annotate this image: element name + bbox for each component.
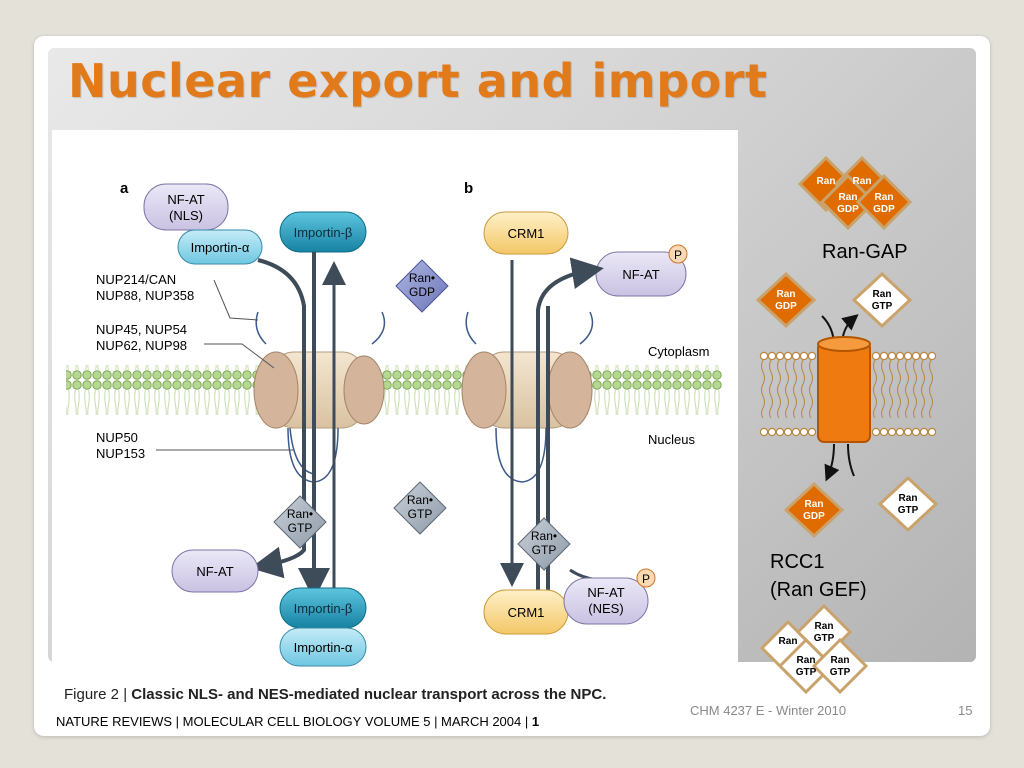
svg-text:Ran: Ran xyxy=(797,655,816,666)
import-arrow xyxy=(250,258,306,579)
svg-text:NUP88, NUP358: NUP88, NUP358 xyxy=(96,288,194,303)
panel-b-label: b xyxy=(464,180,473,197)
svg-text:Ran: Ran xyxy=(831,655,850,666)
svg-text:GTP: GTP xyxy=(796,667,817,678)
footer-course: CHM 4237 E - Winter 2010 xyxy=(690,703,847,718)
reference-page: 1 xyxy=(531,714,540,729)
svg-text:Ran: Ran xyxy=(875,192,894,203)
reference-text: NATURE REVIEWS | MOLECULAR CELL BIOLOGY … xyxy=(56,714,532,729)
svg-text:Ran•: Ran• xyxy=(409,271,435,285)
ran-gdp-upper: Ran GDP xyxy=(755,271,817,329)
gtp-in-arrow xyxy=(847,443,855,477)
svg-text:Ran: Ran xyxy=(815,621,834,632)
caption-prefix: Figure 2 | xyxy=(64,686,132,703)
importin-alpha-a: Importin-α xyxy=(177,229,263,265)
nup-labels: NUP214/CAN NUP88, NUP358 NUP45, NUP54 NU… xyxy=(96,272,294,461)
nfat-nls-protein: NF-AT (NLS) xyxy=(143,183,229,231)
svg-text:NF-AT: NF-AT xyxy=(196,564,233,579)
svg-text:Ran: Ran xyxy=(873,289,892,300)
ran-gdp-diamond-a: Ran• GDP xyxy=(395,259,449,313)
svg-text:GTP: GTP xyxy=(872,301,893,312)
svg-text:Ran: Ran xyxy=(779,636,798,647)
svg-text:Ran•: Ran• xyxy=(287,507,313,521)
nfat-nes-protein: NF-AT (NES) P xyxy=(563,568,656,625)
svg-text:GDP: GDP xyxy=(803,511,825,522)
svg-text:Ran: Ran xyxy=(839,192,858,203)
svg-text:GTP: GTP xyxy=(898,505,919,516)
svg-text:NUP62, NUP98: NUP62, NUP98 xyxy=(96,338,187,353)
nuclear-membrane xyxy=(66,365,722,415)
gdp-out-arrow xyxy=(824,443,840,482)
panel-a-label: a xyxy=(120,180,129,197)
ran-gdp-lower: Ran GDP xyxy=(783,481,845,539)
lipid-bilayer xyxy=(759,351,937,437)
svg-text:GTP: GTP xyxy=(532,543,557,557)
ran-gtp-diamond-a: Ran• GTP xyxy=(273,495,327,549)
svg-text:NUP45, NUP54: NUP45, NUP54 xyxy=(96,322,187,337)
svg-text:NF-AT: NF-AT xyxy=(587,585,624,600)
ran-gtp-cluster: Ran Ran GTP Ran GTP Ran GTP xyxy=(759,603,869,695)
svg-text:NUP153: NUP153 xyxy=(96,446,145,461)
export-arrow xyxy=(536,257,604,600)
svg-text:P: P xyxy=(642,572,650,586)
rcc1-label: RCC1 xyxy=(770,551,824,573)
ran-gap-label: Ran-GAP xyxy=(822,241,908,263)
svg-text:P: P xyxy=(674,248,682,262)
nature-figure: a NF-AT (NLS) Importin-α Importin-β Ran•… xyxy=(52,130,738,734)
svg-text:NUP214/CAN: NUP214/CAN xyxy=(96,272,176,287)
nucleus-label: Nucleus xyxy=(648,432,695,447)
svg-text:NUP50: NUP50 xyxy=(96,430,138,445)
svg-text:(NES): (NES) xyxy=(588,601,623,616)
ran-gtp-diamond-mid: Ran• GTP xyxy=(393,481,447,535)
svg-text:Importin-α: Importin-α xyxy=(191,240,250,255)
svg-text:Ran•: Ran• xyxy=(531,529,557,543)
svg-text:Importin-β: Importin-β xyxy=(294,601,353,616)
svg-text:GDP: GDP xyxy=(775,301,797,312)
svg-text:CRM1: CRM1 xyxy=(508,226,545,241)
figure-svg: a NF-AT (NLS) Importin-α Importin-β Ran•… xyxy=(66,180,722,667)
svg-text:Ran•: Ran• xyxy=(407,493,433,507)
ran-gtp-upper: Ran GTP xyxy=(851,271,913,329)
rcc1-channel xyxy=(817,341,871,443)
ran-cycle-diagram: Ran Ran Ran GDP Ran GDP Ran-GAP Ran GDP … xyxy=(755,155,939,695)
svg-text:Ran: Ran xyxy=(817,176,836,187)
svg-text:GTP: GTP xyxy=(288,521,313,535)
svg-text:GTP: GTP xyxy=(830,667,851,678)
ran-gtp-lower: Ran GTP xyxy=(877,475,939,533)
ran-gef-label: (Ran GEF) xyxy=(770,579,867,601)
svg-text:NF-AT: NF-AT xyxy=(622,267,659,282)
nuclear-pore-b xyxy=(461,311,594,483)
svg-text:GDP: GDP xyxy=(837,204,859,215)
ran-gtp-diamond-b: Ran• GTP xyxy=(517,517,571,571)
svg-text:CRM1: CRM1 xyxy=(508,605,545,620)
slide-title: Nuclear export and import xyxy=(68,54,768,108)
importin-beta-bottom: Importin-β xyxy=(279,587,367,629)
svg-text:Ran: Ran xyxy=(899,493,918,504)
cytoplasm-label: Cytoplasm xyxy=(648,344,709,359)
page-number: 15 xyxy=(958,703,973,718)
importin-beta-top: Importin-β xyxy=(279,211,367,253)
svg-text:GTP: GTP xyxy=(408,507,433,521)
nfat-released-a: NF-AT xyxy=(171,549,259,593)
svg-text:Ran: Ran xyxy=(853,176,872,187)
svg-text:GDP: GDP xyxy=(873,204,895,215)
footer-reference: NATURE REVIEWS | MOLECULAR CELL BIOLOGY … xyxy=(54,714,542,729)
svg-text:NF-AT: NF-AT xyxy=(167,192,204,207)
svg-text:GDP: GDP xyxy=(409,285,435,299)
ran-gdp-cluster: Ran Ran Ran GDP Ran GDP xyxy=(797,155,913,231)
importin-alpha-bottom: Importin-α xyxy=(279,627,367,667)
nfat-phospho-cyto: NF-AT P xyxy=(595,244,688,297)
svg-text:Importin-β: Importin-β xyxy=(294,225,353,240)
svg-text:GTP: GTP xyxy=(814,633,835,644)
svg-text:Importin-α: Importin-α xyxy=(294,640,353,655)
figure-caption: Figure 2 | Classic NLS- and NES-mediated… xyxy=(64,686,606,703)
caption-title: Classic NLS- and NES-mediated nuclear tr… xyxy=(131,686,607,703)
crm1-top: CRM1 xyxy=(483,211,569,255)
nuclear-pore-a xyxy=(253,311,386,483)
crm1-bottom: CRM1 xyxy=(483,589,569,635)
svg-text:Ran: Ran xyxy=(777,289,796,300)
svg-text:(NLS): (NLS) xyxy=(169,208,203,223)
svg-text:Ran: Ran xyxy=(805,499,824,510)
rcc1-channel-top xyxy=(817,336,871,352)
